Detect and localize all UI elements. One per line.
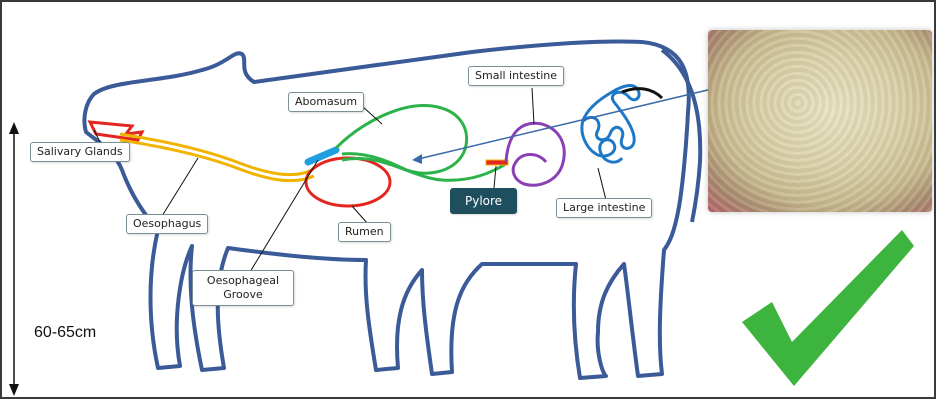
curdled-milk-photo bbox=[708, 30, 932, 212]
label-pylore: Pylore bbox=[450, 188, 517, 214]
leader-oesophagus bbox=[162, 158, 198, 216]
abomasum-shape bbox=[336, 105, 467, 173]
height-arrow-top bbox=[9, 122, 19, 134]
large-intestine-shape bbox=[582, 86, 639, 163]
height-arrow-bottom bbox=[9, 384, 19, 396]
rumen-shape bbox=[306, 158, 390, 206]
height-label: 60-65cm bbox=[34, 324, 96, 342]
label-salivary-glands: Salivary Glands bbox=[30, 142, 130, 162]
leader-small-intestine bbox=[532, 88, 534, 124]
small-intestine-shape bbox=[506, 123, 564, 185]
green-checkmark-icon bbox=[742, 230, 914, 386]
label-small-intestine: Small intestine bbox=[468, 66, 564, 86]
photo-pointer-arrowhead bbox=[412, 154, 422, 164]
oesophagus-tube bbox=[120, 134, 312, 175]
label-abomasum: Abomasum bbox=[288, 92, 364, 112]
label-large-intestine: Large intestine bbox=[556, 198, 652, 218]
label-oesophagus: Oesophagus bbox=[126, 214, 208, 234]
label-rumen: Rumen bbox=[338, 222, 391, 242]
label-oesophageal-groove: Oesophageal Groove bbox=[192, 270, 294, 306]
leader-large-intestine bbox=[598, 168, 606, 200]
